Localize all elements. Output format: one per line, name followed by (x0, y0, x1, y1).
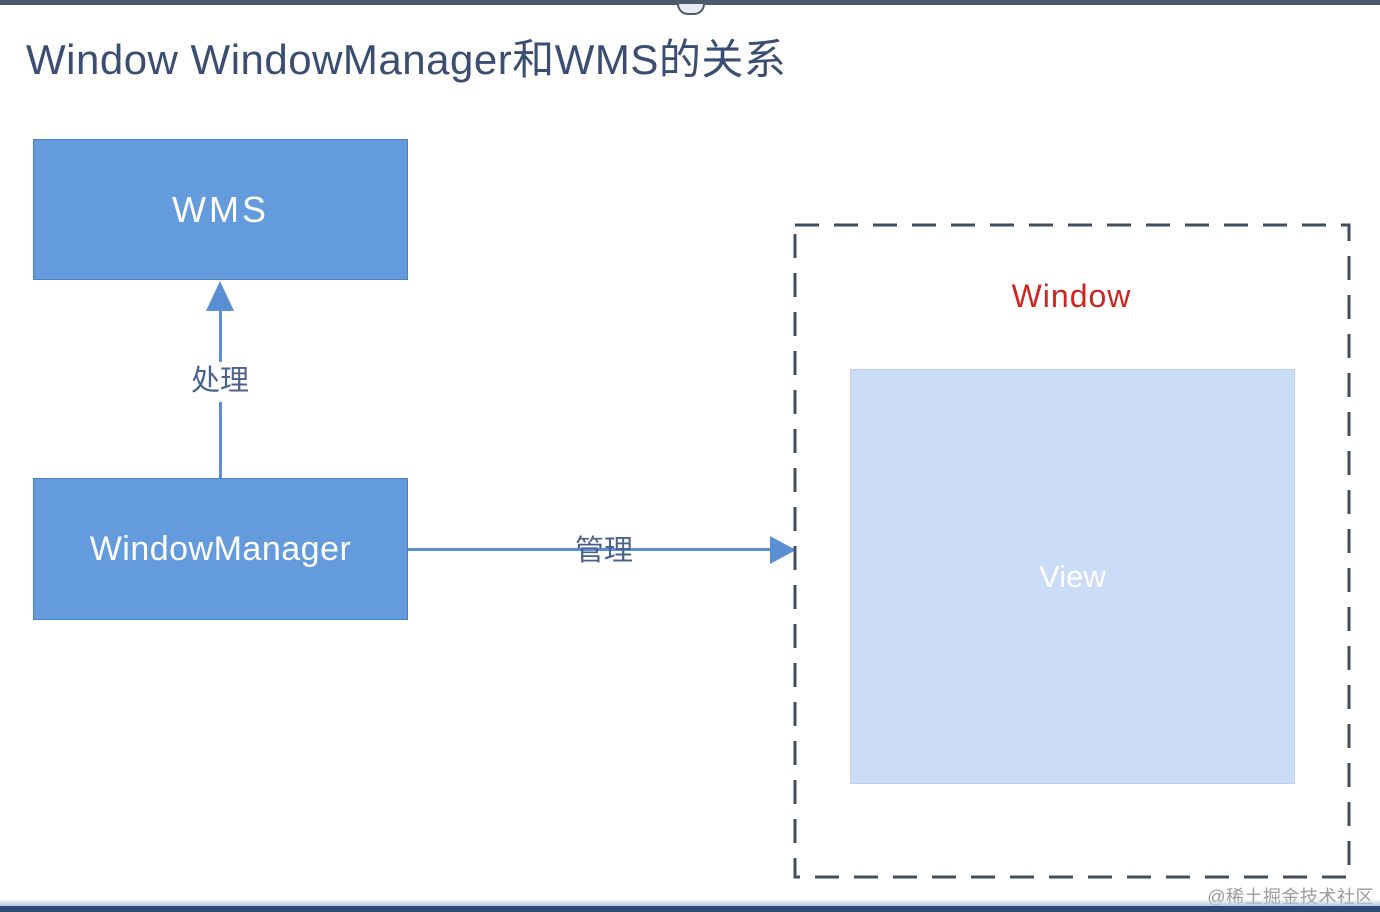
top-border (0, 0, 1380, 15)
edge-label-manage: 管理 (574, 535, 633, 567)
window-dashed-frame (793, 223, 1351, 879)
edge-label-handle: 处理 (190, 365, 249, 397)
arrow-up-line-lower (219, 402, 222, 478)
arrow-right-line (408, 548, 772, 551)
window-manager-node: WindowManager (33, 478, 408, 620)
wms-node-label: WMS (172, 188, 269, 230)
wms-node: WMS (33, 139, 408, 280)
window-manager-node-label: WindowManager (89, 529, 352, 568)
bottom-border (0, 906, 1380, 912)
arrow-right-head-icon (770, 536, 796, 564)
bottom-fade (0, 899, 1380, 906)
arrow-up-head-icon (206, 281, 234, 311)
view-node: View (850, 369, 1295, 784)
window-container-label: Window (1011, 278, 1132, 314)
arrow-up-line-upper (219, 309, 222, 362)
diagram-title: Window WindowManager和WMS的关系 (26, 36, 787, 83)
view-node-label: View (1039, 558, 1106, 594)
top-notch-handle (677, 4, 705, 15)
